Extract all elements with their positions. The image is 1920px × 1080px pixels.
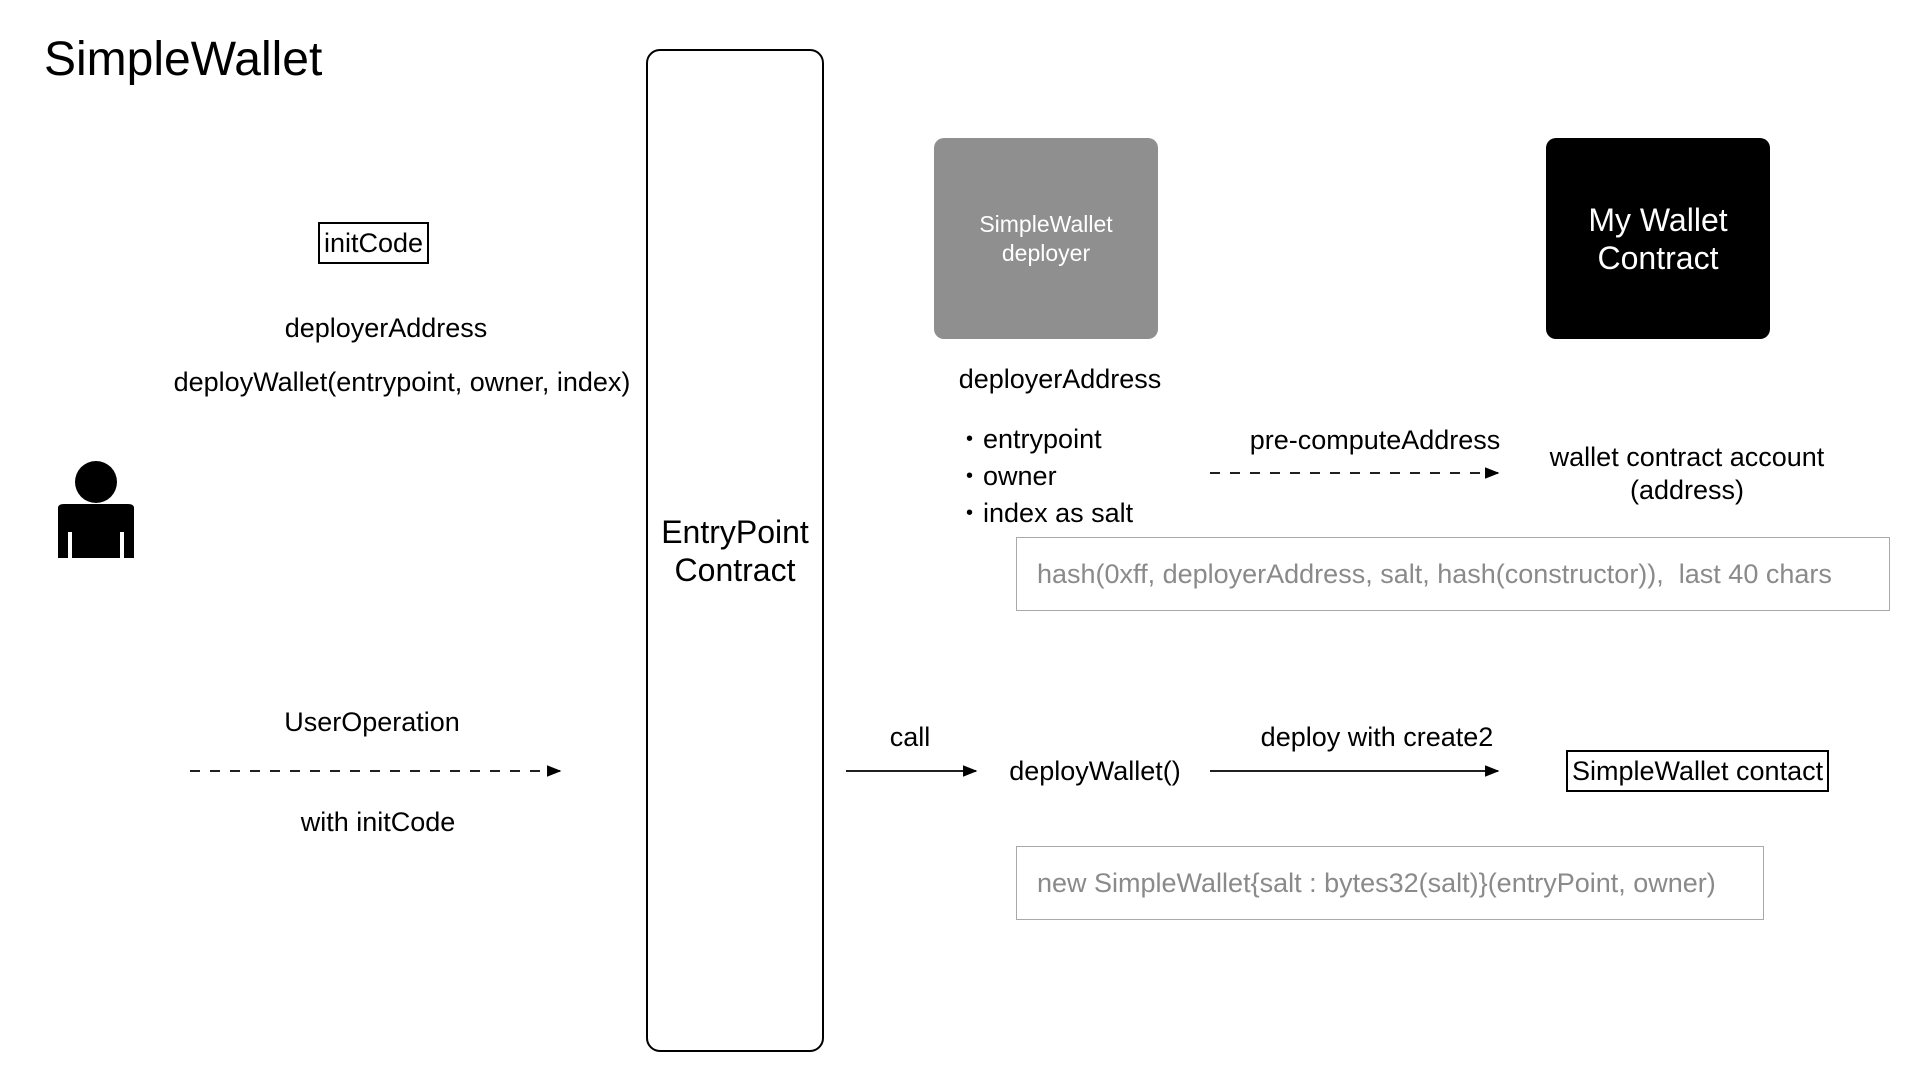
simplewallet-deployer-box: SimpleWallet deployer: [934, 138, 1158, 339]
create2-code-box: new SimpleWallet{salt : bytes32(salt)}(e…: [1016, 846, 1764, 920]
wallet-account-label-line1: wallet contract account: [1549, 442, 1825, 472]
param-index-salt: index as salt: [966, 496, 1133, 533]
with-init-code-label: with initCode: [300, 807, 456, 837]
simplewallet-deployer-label: SimpleWallet deployer: [979, 210, 1113, 266]
init-code-label: initCode: [318, 222, 430, 264]
diagram-title: SimpleWallet: [44, 33, 323, 86]
create2-code-text: new SimpleWallet{salt : bytes32(salt)}(e…: [1037, 868, 1716, 898]
my-wallet-contract-box: My Wallet Contract: [1546, 138, 1770, 339]
deployer-params-list: entrypoint owner index as salt: [966, 422, 1133, 533]
wallet-account-label-line2: (address): [1629, 475, 1745, 505]
deployer-address-label: deployerAddress: [284, 313, 488, 343]
address-formula-text: hash(0xff, deployerAddress, salt, hash(c…: [1037, 559, 1832, 589]
param-entrypoint: entrypoint: [966, 422, 1133, 459]
user-operation-label: UserOperation: [284, 707, 460, 737]
deploy-wallet-call-label: deployWallet(entrypoint, owner, index): [173, 367, 631, 397]
call-label: call: [889, 722, 931, 752]
entrypoint-contract-box: EntryPoint Contract: [646, 49, 824, 1052]
deployer-address-caption: deployerAddress: [958, 364, 1162, 394]
deploy-create2-label: deploy with create2: [1260, 722, 1494, 752]
simplewallet-contract-result: SimpleWallet contact: [1566, 750, 1830, 792]
address-formula-box: hash(0xff, deployerAddress, salt, hash(c…: [1016, 537, 1890, 611]
person-icon: [54, 460, 138, 559]
deploy-wallet-fn-label: deployWallet(): [1009, 756, 1181, 786]
entrypoint-contract-label: EntryPoint Contract: [661, 513, 809, 588]
precompute-address-label: pre-computeAddress: [1249, 425, 1501, 455]
param-owner: owner: [966, 459, 1133, 496]
my-wallet-contract-label: My Wallet Contract: [1588, 201, 1728, 276]
